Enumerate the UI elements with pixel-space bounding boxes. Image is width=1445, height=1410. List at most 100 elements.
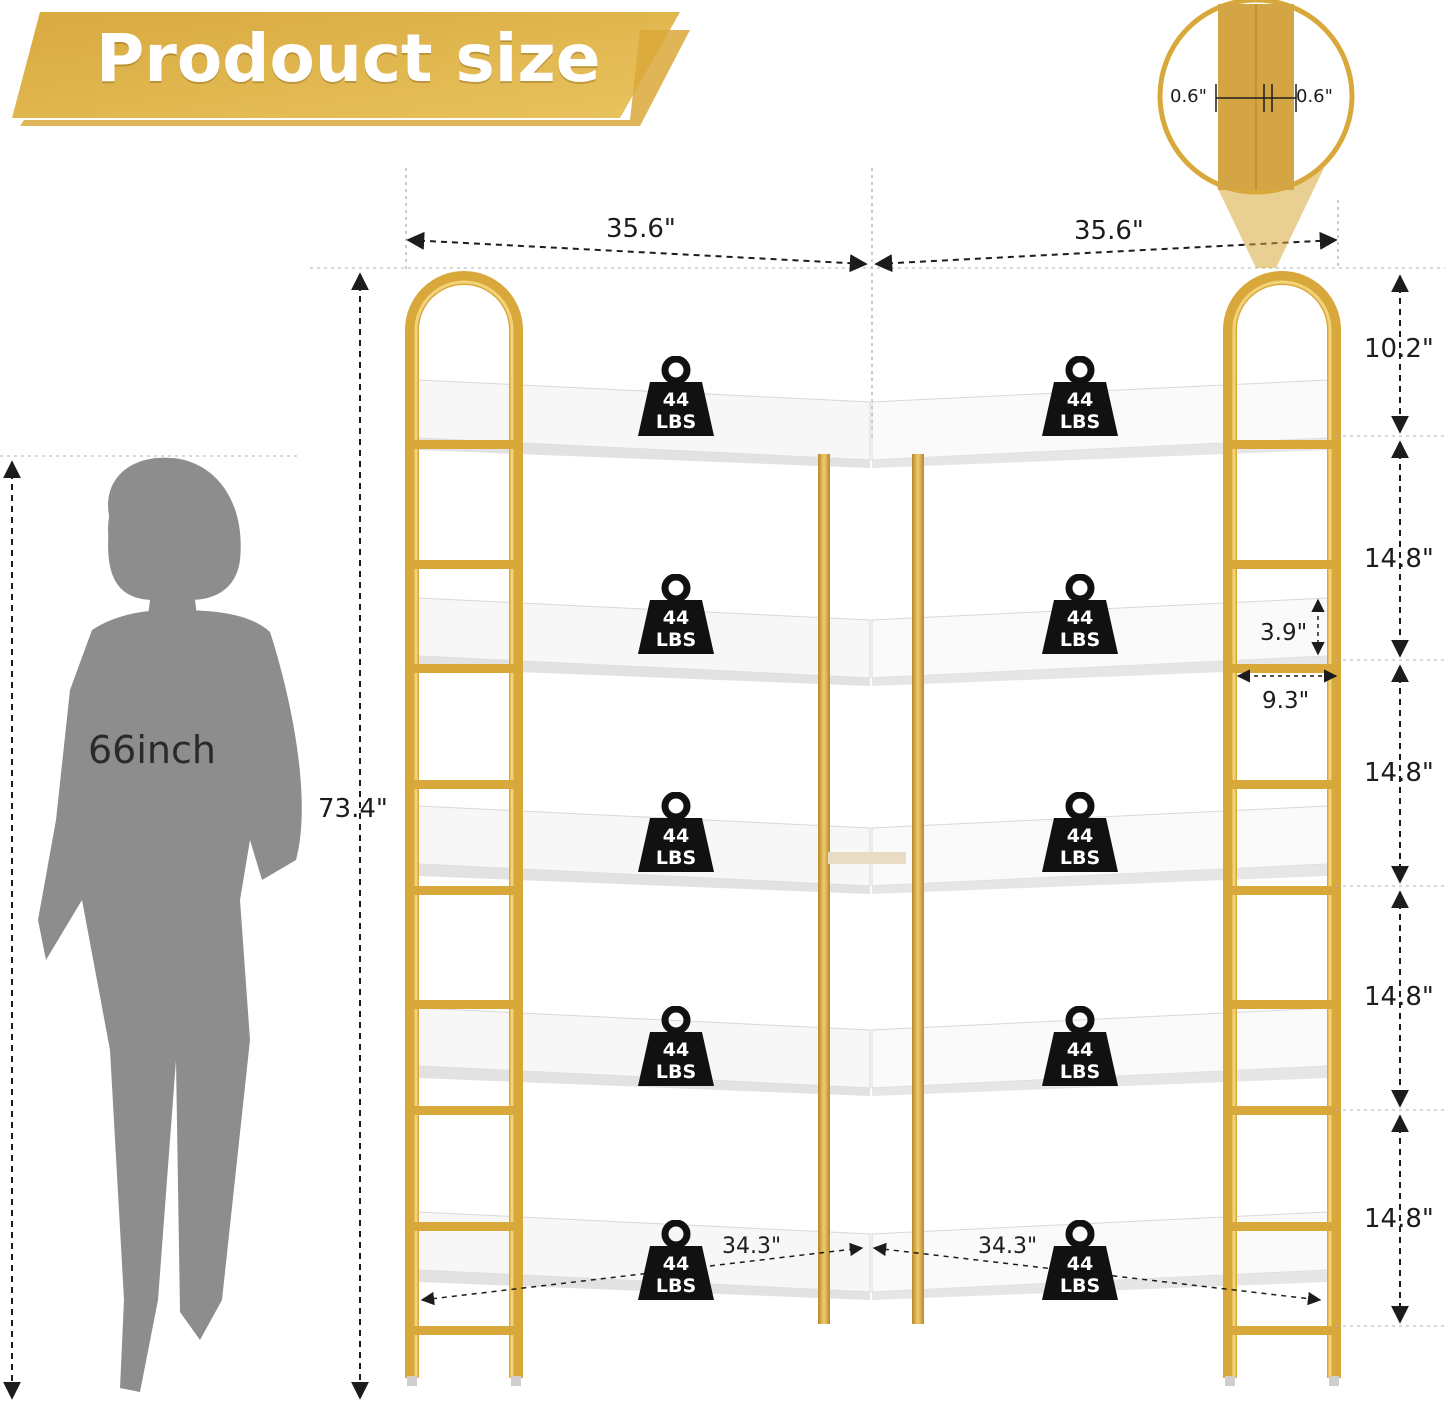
weight-icon — [1042, 600, 1118, 654]
shelf-front-left — [418, 438, 870, 468]
frame-rung — [412, 886, 516, 895]
weight-badge-line1: 44 — [1067, 825, 1093, 847]
banner-title: Prodouct size — [96, 20, 601, 97]
weight-icon-handle — [661, 574, 691, 603]
weight-icon — [638, 1246, 714, 1300]
book-decoration — [828, 852, 906, 864]
weight-icon — [1042, 1246, 1118, 1300]
frame-foot — [1225, 1376, 1235, 1386]
weight-icon-handle — [661, 1006, 691, 1035]
weight-icon — [638, 1032, 714, 1086]
person-silhouette — [38, 457, 302, 1392]
frame-rung — [412, 1000, 516, 1009]
title-banner — [12, 12, 690, 126]
weight-badge-line1: 44 — [1067, 1039, 1093, 1061]
weight-icon-handle — [661, 1220, 691, 1249]
person-height-label: 66inch — [88, 728, 216, 772]
frame-rung — [1230, 780, 1334, 789]
frame-rung — [412, 1222, 516, 1231]
corner-shelf-unit — [405, 271, 1341, 1386]
weight-icon-handle — [1065, 574, 1095, 603]
weight-badge-line2: LBS — [1060, 1061, 1100, 1083]
frame-rung — [1230, 886, 1334, 895]
frame-rung — [1230, 560, 1334, 569]
side-frame-arch — [405, 271, 523, 1378]
weight-badge-line2: LBS — [1060, 411, 1100, 433]
depth-label: 9.3" — [1262, 688, 1310, 714]
weight-icon-handle — [1065, 1006, 1095, 1035]
frame-rung — [412, 664, 516, 673]
weight-badge-line2: LBS — [656, 847, 696, 869]
shelf-front-right — [872, 864, 1328, 894]
top-gap-label: 10.2" — [1364, 334, 1434, 364]
weight-badge-line1: 44 — [663, 607, 689, 629]
weight-badge-line2: LBS — [656, 1275, 696, 1297]
weight-icon — [638, 382, 714, 436]
frame-rung — [1230, 1326, 1334, 1335]
frame-foot — [407, 1376, 417, 1386]
weight-icon-handle — [661, 356, 691, 385]
material-detail-magnifier — [1157, 0, 1355, 268]
weight-icon-handle — [1065, 1220, 1095, 1249]
width-right-label: 35.6" — [1074, 216, 1144, 246]
weight-badge-line2: LBS — [656, 629, 696, 651]
shelf-gap-4-label: 14.8" — [1364, 1204, 1434, 1234]
inner-right-label: 34.3" — [978, 1234, 1038, 1259]
frame-rung — [412, 440, 516, 449]
weight-badge-line1: 44 — [663, 1039, 689, 1061]
inner-left-label: 34.3" — [722, 1234, 782, 1259]
frame-rung — [1230, 664, 1334, 673]
weight-icon — [1042, 818, 1118, 872]
frame-rung — [1230, 440, 1334, 449]
weight-badge-line2: LBS — [1060, 629, 1100, 651]
frame-rung — [1230, 1106, 1334, 1115]
weight-icon — [1042, 1032, 1118, 1086]
width-left-label: 35.6" — [606, 214, 676, 244]
frame-rung — [412, 1106, 516, 1115]
weight-badge-line2: LBS — [656, 411, 696, 433]
shelf-gap-3-label: 14.8" — [1364, 982, 1434, 1012]
weight-icon-handle — [1065, 792, 1095, 821]
shelf-front-left — [418, 656, 870, 686]
frame-rung — [412, 560, 516, 569]
frame-foot — [511, 1376, 521, 1386]
middle-post — [818, 454, 830, 1324]
side-frame-arch — [1223, 271, 1341, 1378]
weight-badge-line1: 44 — [1067, 1253, 1093, 1275]
dimension-lines — [0, 168, 1445, 1400]
weight-badge-line1: 44 — [663, 389, 689, 411]
shelf-front-right — [872, 438, 1328, 468]
weight-badge-line1: 44 — [663, 825, 689, 847]
weight-badge-line1: 44 — [663, 1253, 689, 1275]
weight-icon — [1042, 382, 1118, 436]
weight-icon — [638, 818, 714, 872]
shelf-front-right — [872, 656, 1328, 686]
weight-badge-line2: LBS — [656, 1061, 696, 1083]
weight-icon-handle — [661, 792, 691, 821]
middle-post — [912, 454, 924, 1324]
weight-icon-handle — [1065, 356, 1095, 385]
weight-badge-line2: LBS — [1060, 847, 1100, 869]
frame-foot — [1329, 1376, 1339, 1386]
weight-badge-line1: 44 — [1067, 389, 1093, 411]
back-lip-label: 3.9" — [1260, 620, 1308, 646]
shelf-front-left — [418, 864, 870, 894]
weight-icon — [638, 600, 714, 654]
side-frame-highlight — [414, 280, 514, 1378]
shelf-gap-2-label: 14.8" — [1364, 758, 1434, 788]
frame-rung — [412, 780, 516, 789]
shelf-gap-1-label: 14.8" — [1364, 544, 1434, 574]
frame-rung — [412, 1326, 516, 1335]
detail-left-label: 0.6" — [1170, 86, 1207, 107]
detail-right-label: 0.6" — [1296, 86, 1333, 107]
